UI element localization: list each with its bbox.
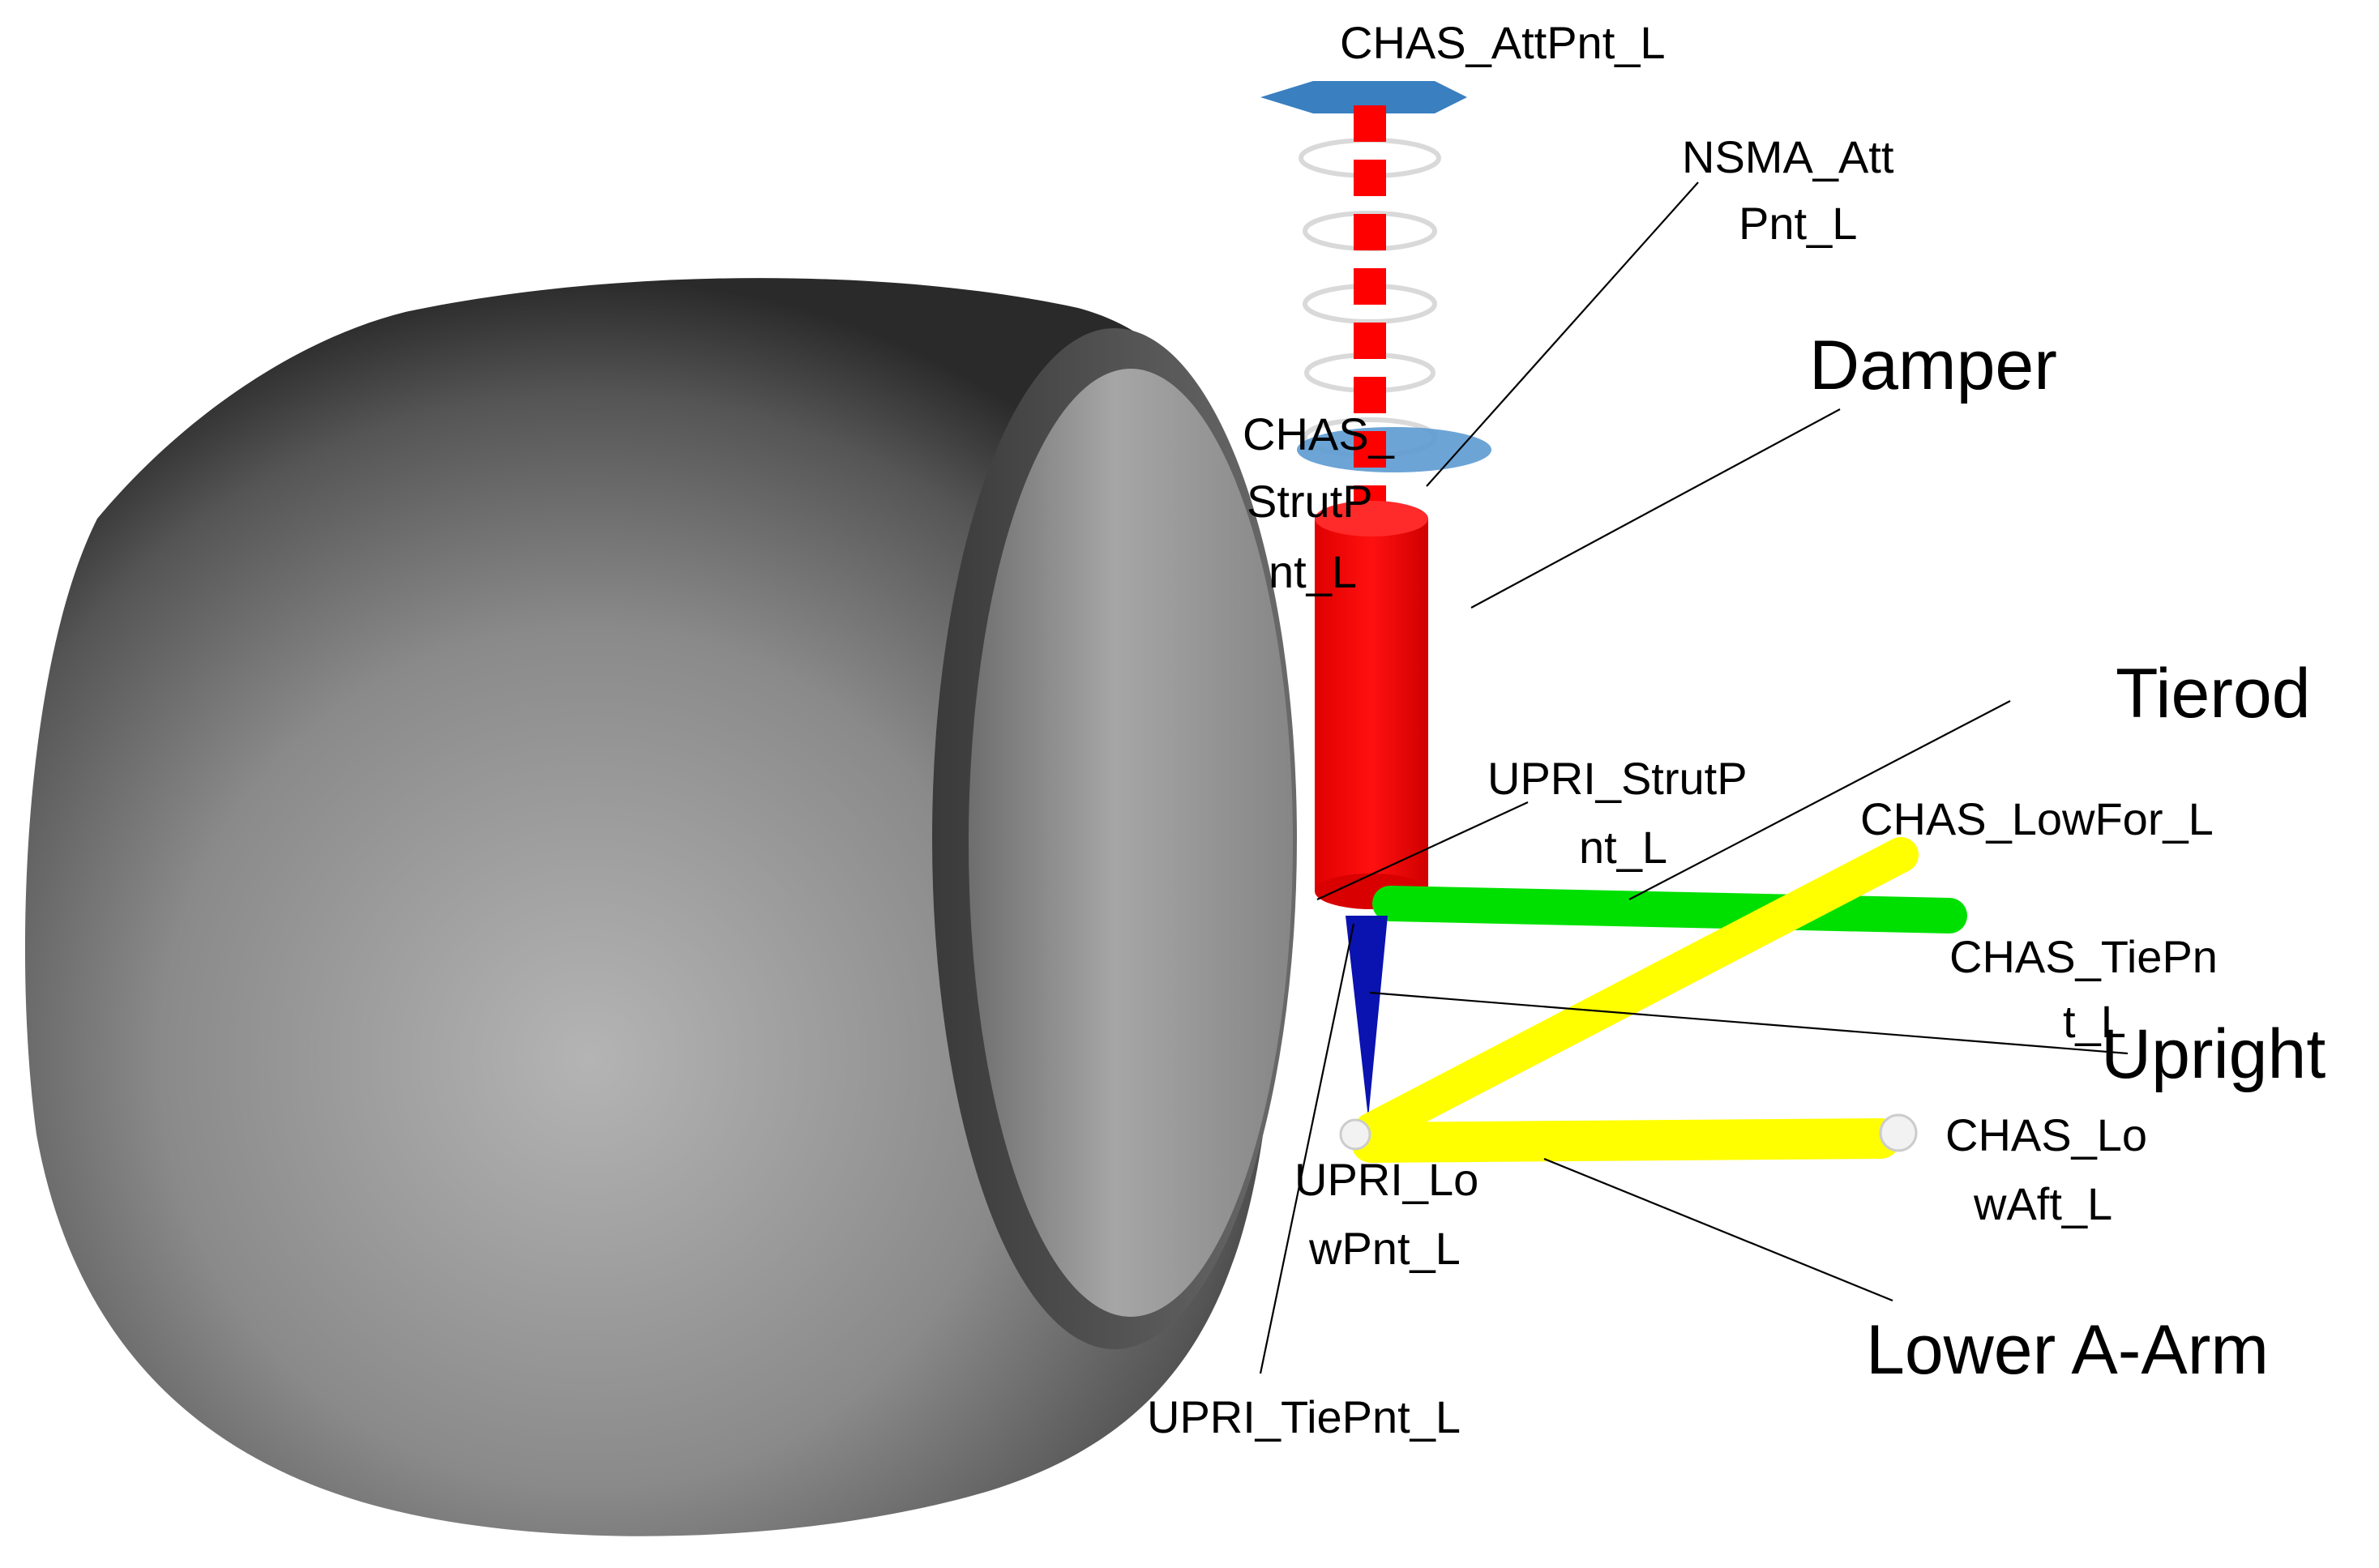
label-chas-strutpnt-line3: nt_L	[1269, 546, 1357, 597]
label-damper: Damper	[1809, 327, 2057, 404]
leader-lower-a-arm	[1543, 1157, 1893, 1302]
label-upri-lowpnt-line2: wPnt_L	[1308, 1223, 1461, 1274]
label-upri-strutpnt-line2: nt_L	[1579, 822, 1667, 873]
upri-lowpnt-joint	[1339, 1118, 1371, 1151]
label-upri-lowpnt-line1: UPRI_Lo	[1294, 1154, 1478, 1205]
tierod-link	[1372, 886, 1967, 934]
label-chas-tiepnt-line1: CHAS_TiePn	[1949, 931, 2218, 982]
leader-lines	[1259, 182, 2129, 1374]
label-lower-a-arm: Lower A-Arm	[1866, 1311, 2269, 1389]
leader-tierod	[1628, 700, 2011, 900]
label-chas-strutpnt-line2: StrutP	[1247, 476, 1373, 527]
chas-lowaft-joint	[1879, 1113, 1918, 1152]
label-chas-lowaft-line1: CHAS_Lo	[1945, 1109, 2147, 1160]
label-chas-lowaft-line2: wAft_L	[1973, 1178, 2112, 1229]
label-chas-strutpnt-line1: CHAS_	[1243, 408, 1395, 459]
label-upri-tiepnt: UPRI_TiePnt_L	[1147, 1391, 1461, 1442]
leader-upri-tiepnt	[1259, 923, 1355, 1374]
lower-a-arm	[1351, 837, 1919, 1163]
label-upright: Upright	[2101, 1015, 2326, 1093]
leader-nsma	[1426, 182, 1699, 487]
label-chas-attpnt: CHAS_AttPnt_L	[1340, 17, 1666, 68]
label-nsma-attpnt-line1: NSMA_Att	[1682, 131, 1894, 182]
label-chas-lowfor: CHAS_LowFor_L	[1860, 793, 2214, 844]
upper-spring-seat	[1260, 81, 1467, 113]
lower-spring-seat	[1297, 427, 1491, 472]
label-tierod: Tierod	[2116, 655, 2311, 733]
tire-icon	[24, 278, 1297, 1536]
label-upri-strutpnt-line1: UPRI_StrutP	[1487, 753, 1748, 804]
tire-rim-opening	[969, 369, 1293, 1317]
upright-link	[1346, 916, 1388, 1118]
leader-upright	[1369, 991, 2129, 1055]
leader-upri-strutpnt	[1316, 801, 1529, 900]
leader-damper	[1470, 408, 1841, 609]
label-chas-tiepnt-line2: t_L	[2063, 996, 2126, 1047]
label-nsma-attpnt-line2: Pnt_L	[1739, 198, 1857, 249]
